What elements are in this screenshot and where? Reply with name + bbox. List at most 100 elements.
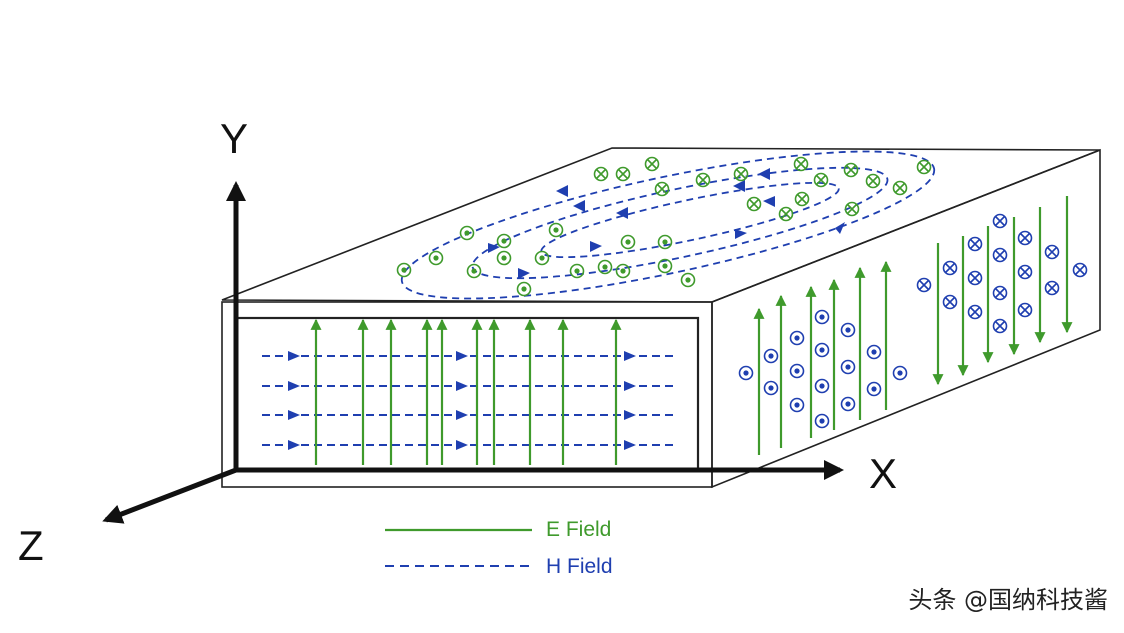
cross-in-circle-icon	[892, 180, 908, 196]
cross-in-circle-icon	[992, 213, 1008, 229]
side-h-in-symbols	[916, 213, 1088, 334]
h-field-loop-inner	[540, 181, 840, 259]
dot-in-circle-icon	[597, 259, 613, 275]
top-e-in-symbols	[593, 156, 932, 222]
dot-in-circle-icon	[459, 225, 475, 241]
h-arrow	[288, 440, 300, 450]
cross-in-circle-icon	[1044, 280, 1060, 296]
dot-in-circle-icon	[466, 263, 482, 279]
cross-in-circle-icon	[992, 285, 1008, 301]
legend-e-field-label: E Field	[546, 518, 612, 541]
dot-in-circle-icon	[620, 234, 636, 250]
waveguide-box	[221, 147, 1101, 489]
legend	[385, 528, 532, 567]
dot-in-circle-icon	[534, 250, 550, 266]
dot-in-circle-icon	[892, 365, 908, 381]
h-arrow	[456, 440, 468, 450]
cross-in-circle-icon	[967, 236, 983, 252]
cross-in-circle-icon	[844, 201, 860, 217]
h-field-loop-middle	[471, 166, 889, 280]
dot-in-circle-icon	[789, 397, 805, 413]
cross-in-circle-icon	[1017, 264, 1033, 280]
dot-in-circle-icon	[569, 263, 585, 279]
h-arrow	[573, 200, 585, 212]
h-arrow	[590, 241, 602, 252]
dot-in-circle-icon	[814, 413, 830, 429]
h-arrow	[556, 185, 568, 197]
dot-in-circle-icon	[866, 344, 882, 360]
cross-in-circle-icon	[916, 277, 932, 293]
dot-in-circle-icon	[789, 363, 805, 379]
cross-in-circle-icon	[967, 304, 983, 320]
cross-in-circle-icon	[916, 159, 932, 175]
dot-in-circle-icon	[814, 378, 830, 394]
z-axis	[102, 467, 237, 524]
dot-in-circle-icon	[763, 380, 779, 396]
h-arrow	[758, 168, 770, 180]
cross-in-circle-icon	[746, 196, 762, 212]
front-e-field-lines	[310, 318, 622, 465]
front-h-field-lines	[262, 355, 675, 446]
cross-in-circle-icon	[793, 156, 809, 172]
cross-in-circle-icon	[813, 172, 829, 188]
cross-in-circle-icon	[843, 162, 859, 178]
cross-in-circle-icon	[992, 247, 1008, 263]
side-e-field-down	[932, 196, 1073, 386]
h-arrow	[735, 229, 747, 239]
dot-in-circle-icon	[840, 322, 856, 338]
dot-in-circle-icon	[657, 258, 673, 274]
cross-in-circle-icon	[794, 191, 810, 207]
front-h-field-arrows	[288, 351, 636, 450]
dot-in-circle-icon	[814, 309, 830, 325]
y-axis-label: Y	[220, 115, 249, 162]
dot-in-circle-icon	[428, 250, 444, 266]
top-h-field-arrows	[488, 168, 845, 279]
h-arrow	[624, 381, 636, 391]
cross-in-circle-icon	[942, 260, 958, 276]
cross-in-circle-icon	[593, 166, 609, 182]
dot-in-circle-icon	[516, 281, 532, 297]
cross-in-circle-icon	[1017, 302, 1033, 318]
dot-in-circle-icon	[814, 342, 830, 358]
dot-in-circle-icon	[840, 396, 856, 412]
cross-in-circle-icon	[654, 181, 670, 197]
h-arrow	[456, 410, 468, 420]
legend-h-field-label: H Field	[546, 555, 613, 578]
h-arrow	[488, 243, 500, 253]
cross-in-circle-icon	[644, 156, 660, 172]
cross-in-circle-icon	[1072, 262, 1088, 278]
cross-in-circle-icon	[615, 166, 631, 182]
h-field-loop-outer	[400, 150, 936, 300]
h-arrow	[624, 410, 636, 420]
cross-in-circle-icon	[865, 173, 881, 189]
h-arrow	[288, 351, 300, 361]
top-e-out-symbols	[396, 222, 696, 297]
x-axis-label: X	[869, 450, 898, 497]
dot-in-circle-icon	[840, 359, 856, 375]
dot-in-circle-icon	[680, 272, 696, 288]
dot-in-circle-icon	[496, 250, 512, 266]
cross-in-circle-icon	[695, 172, 711, 188]
cross-in-circle-icon	[733, 166, 749, 182]
dot-in-circle-icon	[657, 234, 673, 250]
z-axis-label: Z	[18, 522, 44, 569]
dot-in-circle-icon	[738, 365, 754, 381]
h-arrow	[763, 196, 775, 207]
dot-in-circle-icon	[496, 233, 512, 249]
h-arrow	[456, 381, 468, 391]
cross-in-circle-icon	[967, 270, 983, 286]
cross-in-circle-icon	[1017, 230, 1033, 246]
h-arrow	[624, 440, 636, 450]
h-arrow	[288, 381, 300, 391]
h-arrow	[733, 180, 745, 192]
h-arrow	[288, 410, 300, 420]
coordinate-axes	[102, 181, 844, 524]
cross-in-circle-icon	[942, 294, 958, 310]
side-e-field-up	[753, 260, 892, 455]
side-h-out-symbols	[738, 309, 908, 429]
h-arrow	[616, 207, 628, 219]
dot-in-circle-icon	[548, 222, 564, 238]
h-arrow	[456, 351, 468, 361]
cross-in-circle-icon	[992, 318, 1008, 334]
dot-in-circle-icon	[866, 381, 882, 397]
